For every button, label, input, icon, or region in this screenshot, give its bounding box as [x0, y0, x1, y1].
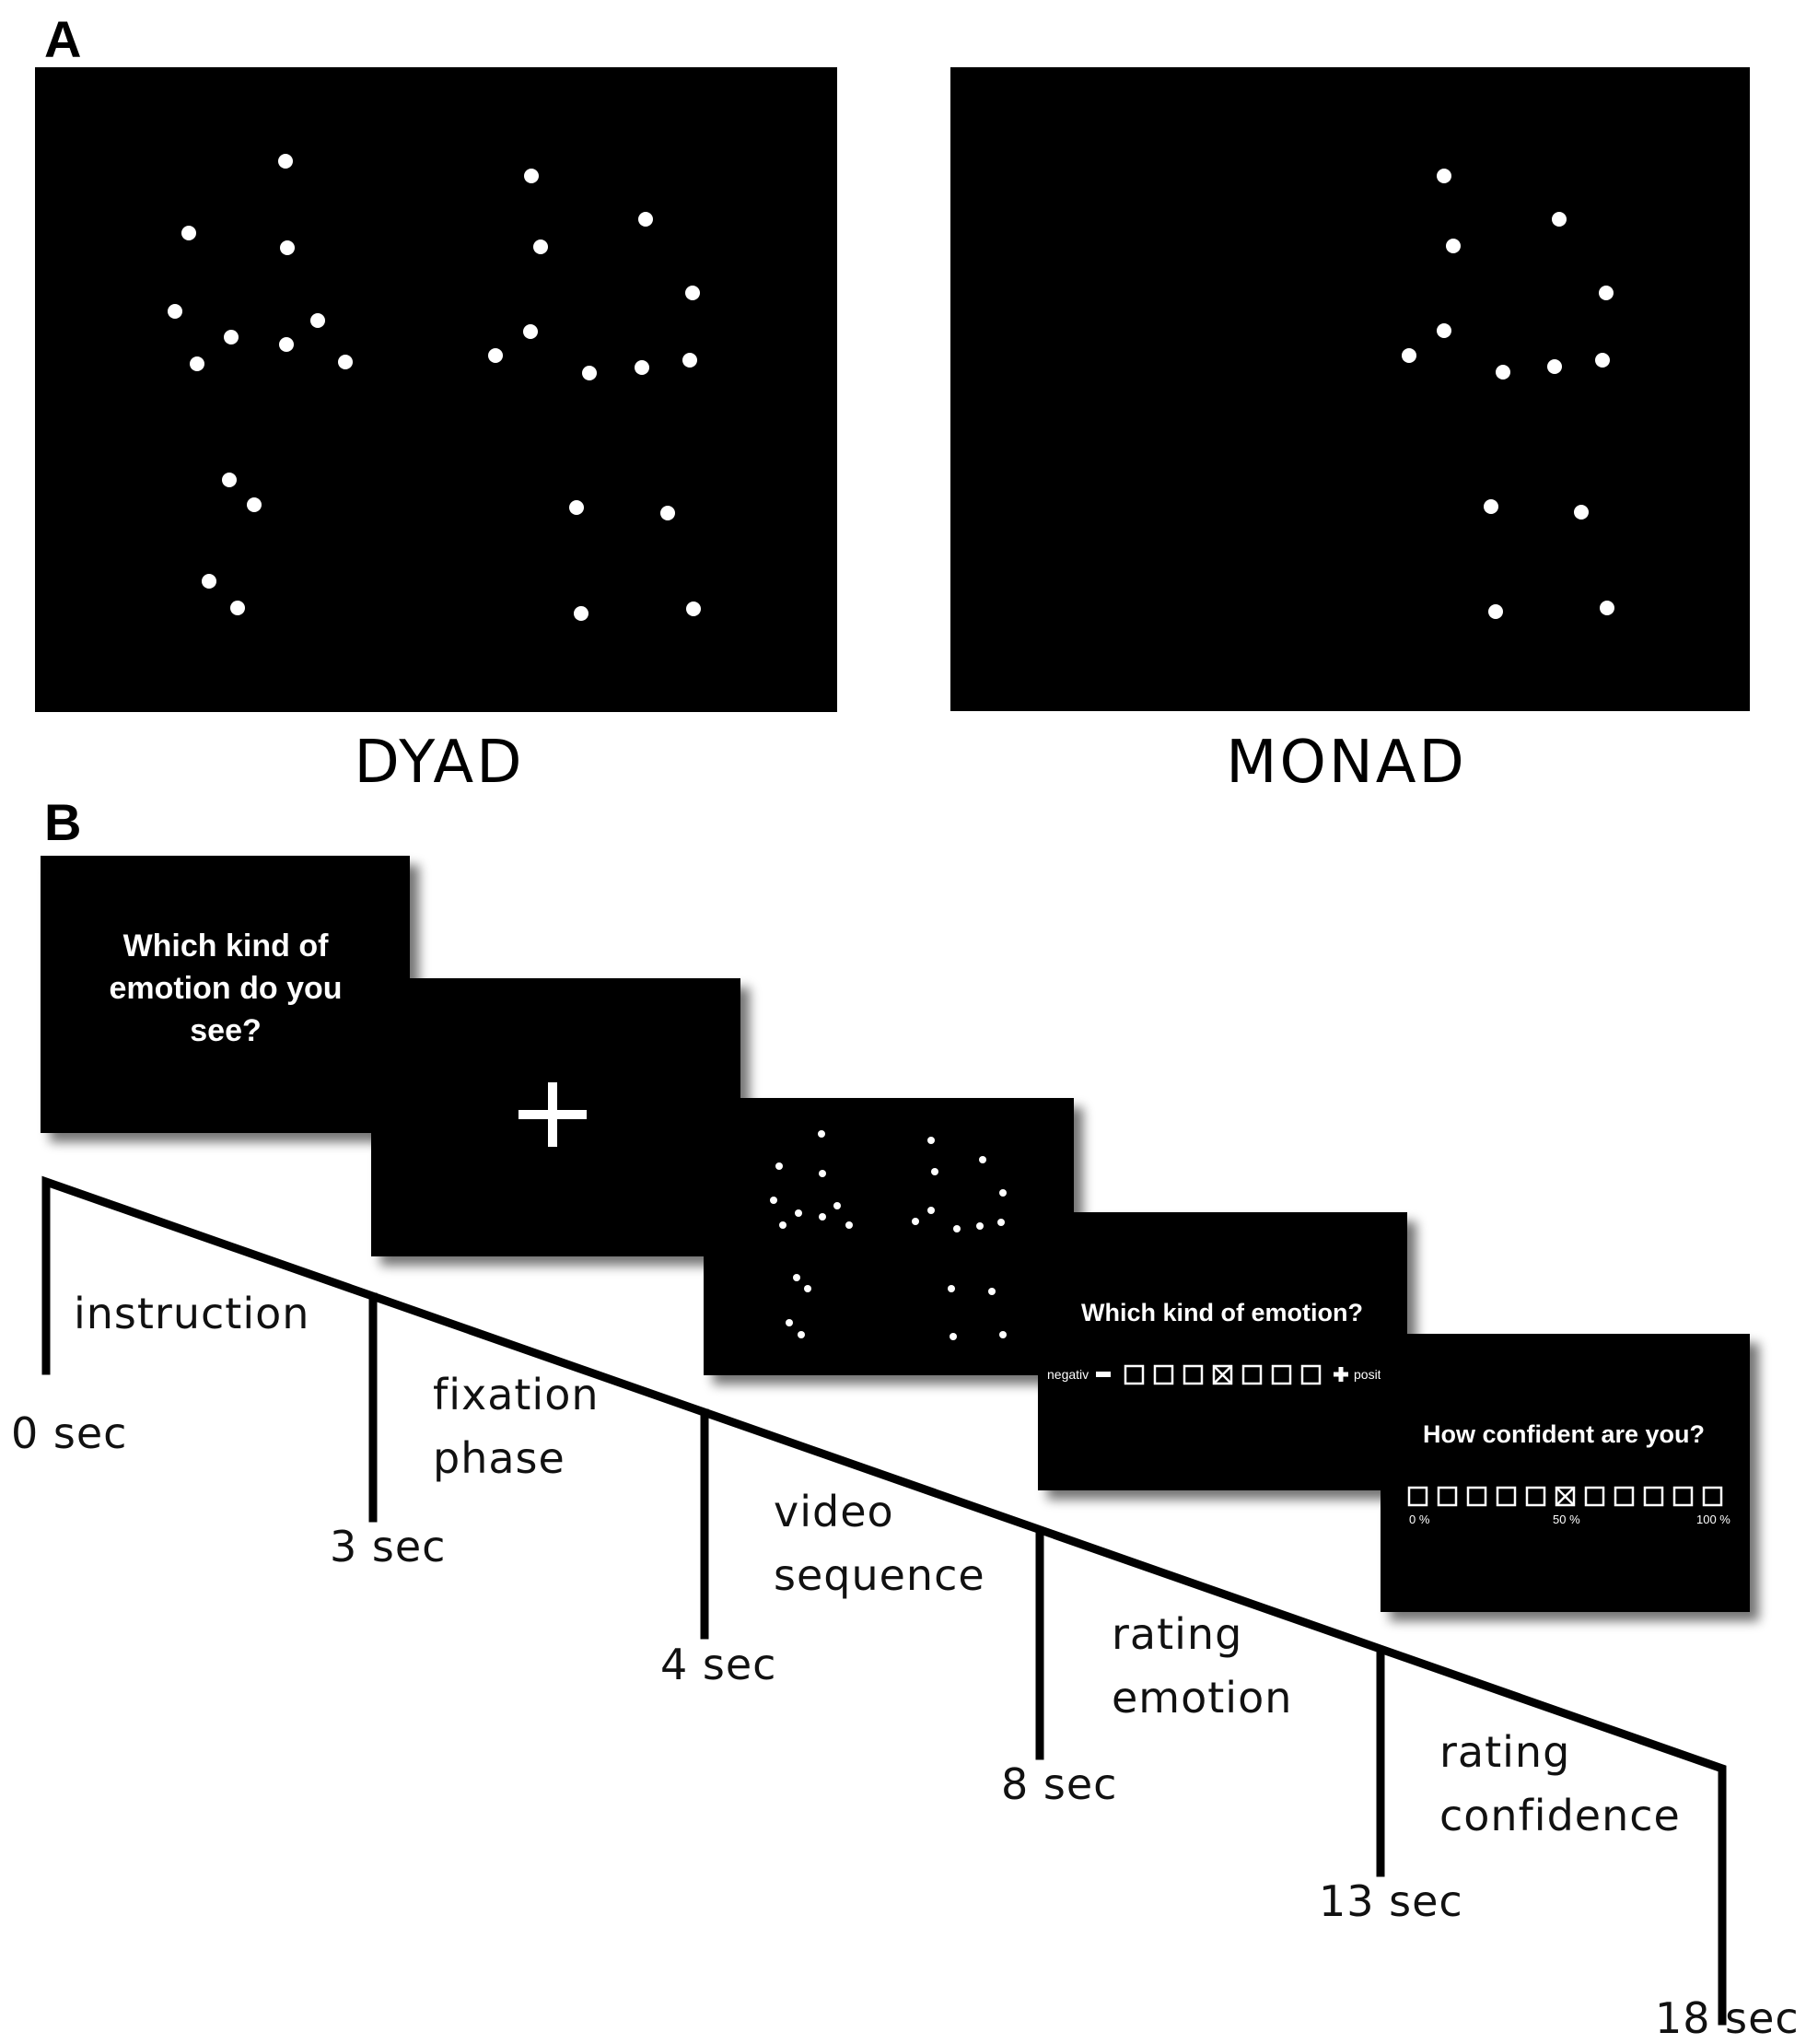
phase-label-fixation-2: phase: [433, 1433, 565, 1483]
instruction-line-1: Which kind of: [123, 929, 330, 964]
phase-label-rating-confidence-2: confidence: [1439, 1791, 1681, 1840]
monad-screen: [950, 67, 1750, 711]
phase-label-fixation-1: fixation: [433, 1370, 600, 1419]
time-label-3: 3 sec: [330, 1522, 446, 1571]
instruction-line-3: see?: [190, 1013, 262, 1048]
rating-emotion-left-label: negativ: [1047, 1367, 1089, 1382]
phase-label-rating-confidence-1: rating: [1439, 1727, 1570, 1777]
phase-label-video-2: sequence: [774, 1550, 985, 1600]
panel-b-letter: B: [44, 793, 81, 851]
time-label-13: 13 sec: [1319, 1876, 1463, 1926]
rating-confidence-screen: [1381, 1334, 1750, 1612]
instruction-screen: [41, 856, 410, 1133]
monad-stimulus: [950, 67, 1750, 711]
rating-emotion-screen: [1038, 1212, 1407, 1490]
dyad-point-lights: [168, 154, 701, 621]
rating-emotion-scale: [1124, 1364, 1322, 1385]
timeline-axis: [41, 1175, 1727, 2026]
confidence-tick-0: 0 %: [1409, 1513, 1430, 1526]
video-point-lights: [770, 1130, 1007, 1340]
plus-icon: [1334, 1367, 1348, 1382]
dyad-screen: [35, 67, 837, 712]
timeline: [41, 1175, 1727, 2026]
dyad-caption: DYAD: [355, 729, 525, 797]
rating-emotion-question: Which kind of emotion?: [1081, 1299, 1363, 1326]
time-label-4: 4 sec: [660, 1640, 776, 1689]
video-screen: [704, 1098, 1074, 1375]
phase-label-instruction: instruction: [74, 1289, 309, 1338]
rating-confidence-question: How confident are you?: [1423, 1420, 1705, 1448]
confidence-tick-50: 50 %: [1553, 1513, 1580, 1526]
instruction-line-2: emotion do you: [109, 971, 342, 1006]
rating-confidence-scale: [1407, 1486, 1723, 1507]
time-label-8: 8 sec: [1001, 1759, 1117, 1809]
rating-emotion-right-label: posit: [1354, 1367, 1381, 1382]
fixation-cross-icon: [518, 1082, 587, 1147]
dyad-stimulus: [35, 67, 837, 712]
monad-caption: MONAD: [1226, 729, 1467, 797]
phase-label-rating-emotion-1: rating: [1112, 1609, 1242, 1659]
time-label-18: 18 sec: [1655, 1993, 1800, 2043]
phase-label-video-1: video: [774, 1487, 894, 1536]
confidence-tick-100: 100 %: [1696, 1513, 1730, 1526]
minus-icon: [1096, 1372, 1111, 1377]
phase-label-rating-emotion-2: emotion: [1112, 1673, 1292, 1723]
time-label-0: 0 sec: [11, 1408, 127, 1458]
panel-a-letter: A: [44, 10, 81, 68]
monad-point-lights: [1402, 169, 1614, 619]
